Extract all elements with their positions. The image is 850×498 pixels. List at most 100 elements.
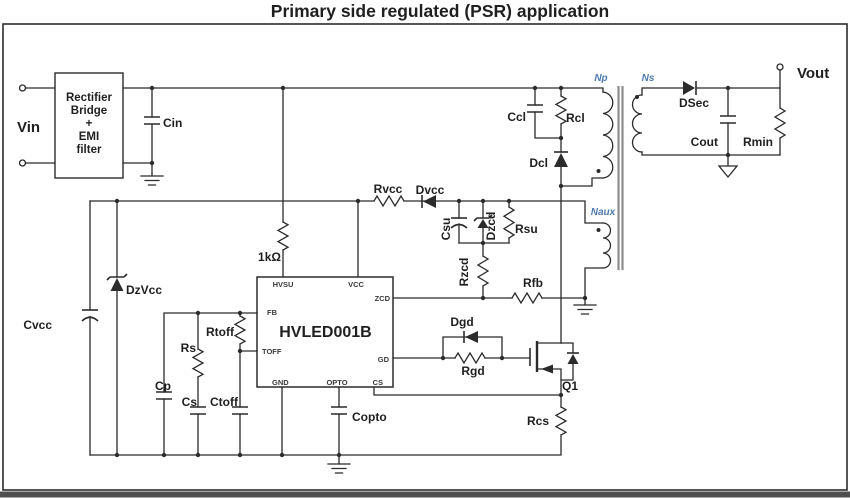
ic-pin-hvsu: HVSU — [273, 280, 294, 289]
rsu-resistor — [502, 206, 516, 239]
vin-terminal-bottom — [18, 159, 27, 167]
naux-winding — [602, 222, 612, 269]
junction-dot — [558, 85, 564, 91]
rzcd-resistor — [476, 255, 490, 287]
copto-ground-icon — [327, 463, 351, 474]
cs-plates — [190, 406, 206, 415]
component-r-hvsu: 1kΩ — [258, 87, 290, 278]
dzvcc-label: DzVcc — [126, 283, 162, 297]
junction-dot — [279, 452, 285, 458]
junction-dot — [149, 85, 155, 91]
rzcd-label: Rzcd — [457, 258, 471, 287]
dvcc-label: Dvcc — [416, 183, 445, 197]
ic-pin-cs: CS — [373, 378, 383, 387]
junction-dot — [195, 452, 201, 458]
bridge-text-4: EMI — [79, 131, 99, 143]
dcl-label: Dcl — [529, 156, 548, 170]
toff-branch: Rtoff Ctoff — [206, 312, 258, 456]
rmin-label: Rmin — [743, 135, 773, 149]
ic-hvled001b: HVLED001B HVSU VCC ZCD FB TOFF GD GND OP… — [256, 276, 394, 388]
ic-pin-zcd: ZCD — [375, 294, 391, 303]
junction-dot — [336, 452, 342, 458]
transformer: Np Naux Ns — [560, 73, 655, 315]
dzcd-label: Dzcd — [484, 212, 498, 241]
cin-plates — [144, 116, 160, 125]
cin-label: Cin — [163, 116, 182, 130]
component-cvcc: Cvcc — [23, 200, 99, 456]
junction-dot — [195, 310, 201, 316]
rcs-resistor — [554, 406, 568, 436]
rvcc-resistor — [373, 194, 405, 208]
ic-pin-vcc: VCC — [348, 280, 364, 289]
bridge-text-5: filter — [77, 144, 102, 156]
vin-leads — [24, 87, 56, 164]
cp-label: Cp — [155, 379, 171, 393]
rsu-label: Rsu — [515, 222, 538, 236]
np-label: Np — [594, 73, 607, 84]
junction-dots — [114, 85, 731, 458]
rs-resistor — [191, 348, 205, 378]
ctoff-label: Ctoff — [210, 395, 239, 409]
bottom-bar — [0, 491, 850, 498]
bridge-text-2: Bridge — [71, 105, 107, 117]
cvcc-label: Cvcc — [23, 318, 52, 332]
r-hvsu-resistor — [276, 221, 290, 251]
rfb-label: Rfb — [523, 276, 543, 290]
fb-branch: Cp Rs Cs — [155, 312, 258, 456]
vout-terminal — [776, 63, 784, 71]
ic-pin-fb: FB — [267, 308, 278, 317]
vout-label: Vout — [797, 65, 829, 82]
rectifier-bridge-box — [54, 72, 124, 179]
ic-pin-gnd: GND — [272, 378, 289, 387]
naux-label: Naux — [591, 207, 616, 218]
csu-plate-bottom — [450, 223, 468, 229]
hv-rail — [122, 87, 604, 93]
junction-dot — [114, 452, 120, 458]
ic-part-number: HVLED001B — [279, 324, 371, 341]
ic-pin-toff: TOFF — [262, 347, 282, 356]
figure-border — [2, 23, 848, 491]
ccl-label: Ccl — [507, 110, 526, 124]
naux-phase-dot-icon — [596, 228, 601, 232]
junction-dot — [725, 85, 731, 91]
cs-label: Cs — [182, 395, 198, 409]
q1-mosfet: Q1 — [529, 341, 579, 396]
clamp-network: Ccl Rcl Dcl — [507, 87, 585, 187]
rtoff-label: Rtoff — [206, 325, 235, 339]
ns-phase-dot-icon — [635, 95, 639, 99]
naux-ground-icon — [573, 297, 597, 315]
rcs-label: Rcs — [527, 414, 549, 428]
ctoff-plates — [232, 406, 248, 415]
vin-terminal-top — [18, 84, 27, 92]
cs-wire — [373, 386, 562, 396]
rmin-resistor — [773, 107, 787, 139]
cin-ground-icon — [140, 162, 164, 186]
rs-label: Rs — [181, 341, 197, 355]
secondary-wires — [641, 87, 781, 156]
ic-pin-opto: OPTO — [326, 378, 347, 387]
junction-dot — [506, 198, 512, 204]
bridge-text-1: Rectifier — [66, 92, 113, 104]
junction-dot — [149, 160, 155, 166]
np-winding — [602, 91, 614, 179]
csu-label: Csu — [439, 218, 453, 241]
copto-plates — [331, 406, 347, 415]
dzcd-zener-bar — [473, 214, 493, 222]
junction-dot — [237, 310, 243, 316]
np-bottom-wire — [560, 177, 604, 187]
junction-dot — [499, 355, 505, 361]
fb-wire-and-cp-leads — [163, 312, 258, 456]
cp-plates — [156, 391, 172, 400]
ns-winding — [631, 94, 643, 153]
copto-label: Copto — [352, 410, 387, 424]
gd-network: Dgd Rgd — [392, 315, 531, 378]
component-dzvcc: DzVcc — [106, 200, 162, 456]
vin-label: Vin — [17, 119, 40, 136]
rtoff-resistor — [233, 315, 247, 345]
dzvcc-zener-icon — [110, 278, 124, 291]
toff-wires — [239, 312, 258, 456]
junction-dot — [280, 85, 286, 91]
q1-body-diode-wires — [560, 342, 574, 381]
